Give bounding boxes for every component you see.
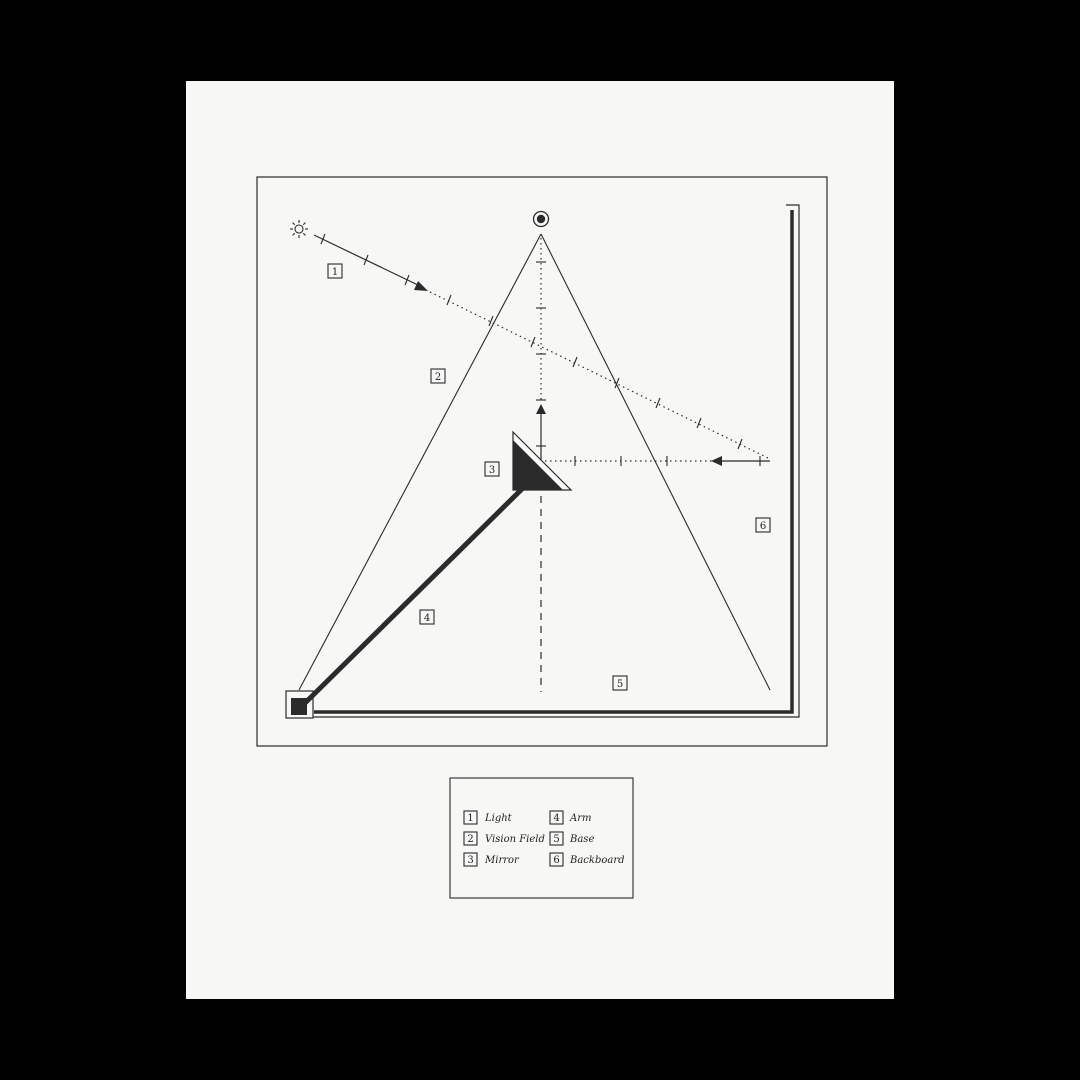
svg-text:5: 5: [617, 679, 623, 690]
svg-text:6: 6: [760, 521, 766, 532]
sight-line: [536, 238, 546, 692]
legend-item-base: 5 Base: [549, 831, 594, 846]
marker-4: 4: [419, 609, 435, 625]
svg-text:2: 2: [467, 834, 473, 845]
svg-text:5: 5: [553, 834, 559, 845]
light-ray: [313, 233, 769, 459]
marker-3: 3: [484, 461, 500, 477]
svg-text:Mirror: Mirror: [484, 855, 520, 866]
svg-text:3: 3: [489, 465, 495, 476]
svg-text:1: 1: [332, 267, 338, 278]
diagram-frame: [256, 176, 828, 747]
legend-item-light: 1 Light: [463, 810, 513, 825]
svg-text:3: 3: [467, 855, 473, 866]
marker-6: 6: [755, 517, 771, 533]
svg-text:4: 4: [424, 613, 430, 624]
svg-text:Vision Field: Vision Field: [485, 834, 545, 845]
svg-text:1: 1: [467, 813, 473, 824]
svg-text:2: 2: [435, 372, 441, 383]
eye-icon: [532, 210, 550, 228]
svg-text:Base: Base: [569, 834, 594, 845]
vision-field: [298, 233, 771, 691]
legend-item-mirror: 3 Mirror: [463, 852, 520, 867]
sun-icon: [290, 220, 308, 238]
svg-text:Light: Light: [484, 813, 513, 824]
marker-1: 1: [327, 263, 343, 279]
svg-text:4: 4: [553, 813, 559, 824]
legend-frame: [449, 777, 634, 899]
legend-item-vision-field: 2 Vision Field: [463, 831, 545, 846]
svg-text:Backboard: Backboard: [569, 855, 625, 866]
svg-text:Arm: Arm: [569, 813, 591, 824]
marker-5: 5: [612, 675, 628, 691]
legend: 1 Light 2 Vision Field 3 Mirror 4 Arm 5 …: [449, 777, 634, 899]
mirror: [512, 430, 573, 491]
legend-item-backboard: 6 Backboard: [549, 852, 625, 867]
arm: [300, 485, 526, 708]
marker-2: 2: [430, 368, 446, 384]
reflected-ray: [545, 456, 770, 466]
svg-text:6: 6: [553, 855, 559, 866]
legend-item-arm: 4 Arm: [549, 810, 591, 825]
base-pivot: [285, 690, 314, 719]
